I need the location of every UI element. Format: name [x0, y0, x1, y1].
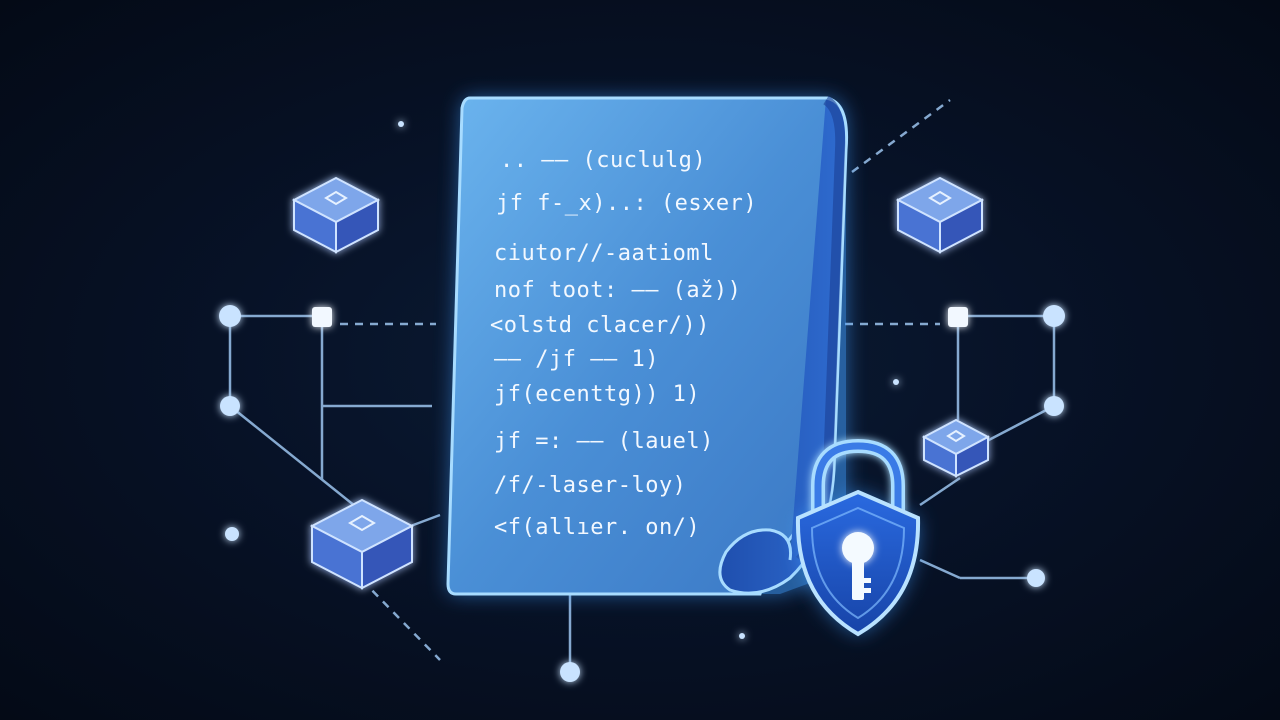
- network-node-icon: [398, 121, 404, 127]
- network-node-icon: [948, 307, 968, 327]
- network-node-icon: [220, 396, 240, 416]
- code-line: nof toot: —— (až)): [494, 278, 741, 303]
- code-line: jf(ecenttg)) 1): [494, 382, 700, 407]
- code-lines: .. —— (cuclulg) jf f-_x)..: (esxer) ciut…: [490, 148, 757, 540]
- network-node-icon: [1044, 396, 1064, 416]
- network-node-icon: [225, 527, 239, 541]
- data-cube-icon: [309, 498, 415, 590]
- code-line: /f/-laser-loy): [494, 473, 686, 498]
- network-node-icon: [560, 662, 580, 682]
- network-node-icon: [739, 633, 745, 639]
- network-node-icons: [219, 121, 1065, 682]
- network-node-icon: [1027, 569, 1045, 587]
- code-line: <f(allıer. on/): [494, 515, 700, 540]
- network-node-icon: [1043, 305, 1065, 327]
- code-line: <olstd clacer/)): [490, 313, 710, 338]
- left-network-lines: [228, 314, 441, 661]
- network-node-icon: [893, 379, 899, 385]
- data-cube-icon: [291, 176, 381, 254]
- data-cube-icon: [895, 176, 985, 254]
- code-document-scroll: [446, 95, 849, 596]
- code-line: .. —— (cuclulg): [500, 148, 706, 173]
- right-network-lines: [568, 98, 1056, 670]
- code-line: jf f-_x)..: (esxer): [496, 191, 757, 216]
- data-cube-icon: [921, 418, 991, 478]
- code-line: —— /jf —— 1): [494, 347, 659, 372]
- code-line: jf =: —— (lauel): [494, 429, 714, 454]
- code-line: ciutor//-aatioml: [494, 241, 714, 266]
- network-node-icon: [312, 307, 332, 327]
- network-node-icon: [219, 305, 241, 327]
- padlock-shield-icon: [795, 438, 921, 637]
